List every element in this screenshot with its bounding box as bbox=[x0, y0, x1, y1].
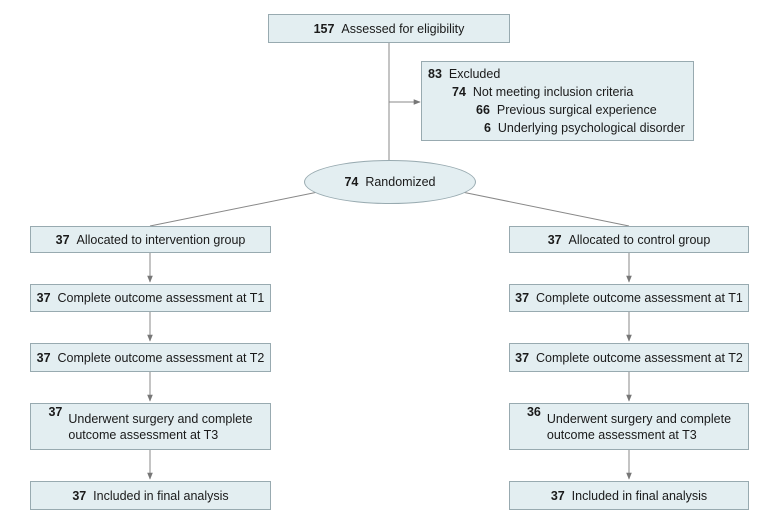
intervention-t2-count: 37 bbox=[36, 350, 51, 365]
control-t3-line2: outcome assessment at T3 bbox=[546, 427, 697, 442]
intervention-final-box: 37 Included in final analysis bbox=[30, 481, 271, 510]
intervention-t3-line2: outcome assessment at T3 bbox=[68, 427, 219, 442]
criteria-row: 74 Not meeting inclusion criteria bbox=[452, 84, 693, 100]
criteria-label: Not meeting inclusion criteria bbox=[472, 85, 634, 99]
psych-label: Underlying psychological disorder bbox=[497, 121, 685, 135]
surgical-count: 66 bbox=[476, 103, 490, 117]
intervention-t2-label: Complete outcome assessment at T2 bbox=[57, 350, 265, 365]
randomized-label: Randomized bbox=[365, 175, 436, 189]
control-t3-count: 36 bbox=[526, 405, 541, 419]
control-t3-box: 36 Underwent surgery and complete outcom… bbox=[509, 403, 749, 450]
assessed-box: 157 Assessed for eligibility bbox=[268, 14, 510, 43]
intervention-t2-box: 37 Complete outcome assessment at T2 bbox=[30, 343, 271, 372]
intervention-t3-count: 37 bbox=[48, 405, 63, 419]
excluded-row: 83 Excluded bbox=[428, 66, 693, 82]
control-t2-count: 37 bbox=[515, 350, 530, 365]
excluded-box: 83 Excluded 74 Not meeting inclusion cri… bbox=[421, 61, 694, 141]
intervention-t1-label: Complete outcome assessment at T1 bbox=[57, 291, 265, 305]
randomized-count: 74 bbox=[344, 175, 359, 189]
control-t1-label: Complete outcome assessment at T1 bbox=[536, 291, 743, 305]
control-allocated-count: 37 bbox=[547, 232, 562, 247]
criteria-count: 74 bbox=[452, 85, 466, 99]
excluded-count: 83 bbox=[428, 67, 442, 81]
control-t2-label: Complete outcome assessment at T2 bbox=[536, 350, 743, 365]
control-t3-line1: Underwent surgery and complete bbox=[546, 411, 732, 426]
excluded-label: Excluded bbox=[448, 67, 501, 81]
control-t1-box: 37 Complete outcome assessment at T1 bbox=[509, 284, 749, 312]
control-final-box: 37 Included in final analysis bbox=[509, 481, 749, 510]
intervention-t3-box: 37 Underwent surgery and complete outcom… bbox=[30, 403, 271, 450]
control-t2-box: 37 Complete outcome assessment at T2 bbox=[509, 343, 749, 372]
randomized-ellipse: 74 Randomized bbox=[304, 160, 476, 204]
assessed-label: Assessed for eligibility bbox=[341, 21, 465, 36]
control-t1-count: 37 bbox=[515, 291, 530, 305]
assessed-count: 157 bbox=[313, 21, 335, 36]
psych-count: 6 bbox=[484, 121, 491, 135]
surgical-row: 66 Previous surgical experience bbox=[476, 102, 693, 118]
intervention-allocated-count: 37 bbox=[55, 232, 70, 247]
control-allocated-box: 37 Allocated to control group bbox=[509, 226, 749, 253]
intervention-t1-box: 37 Complete outcome assessment at T1 bbox=[30, 284, 271, 312]
intervention-allocated-box: 37 Allocated to intervention group bbox=[30, 226, 271, 253]
intervention-final-count: 37 bbox=[72, 488, 87, 503]
surgical-label: Previous surgical experience bbox=[496, 103, 657, 117]
split-right-line bbox=[461, 191, 630, 227]
control-allocated-label: Allocated to control group bbox=[568, 232, 711, 247]
intervention-final-label: Included in final analysis bbox=[93, 488, 229, 503]
intervention-t1-count: 37 bbox=[36, 291, 51, 305]
intervention-t3-line1: Underwent surgery and complete bbox=[68, 411, 253, 426]
control-final-count: 37 bbox=[550, 488, 565, 503]
psych-row: 6 Underlying psychological disorder bbox=[484, 120, 693, 136]
split-left-line bbox=[149, 191, 319, 227]
intervention-allocated-label: Allocated to intervention group bbox=[76, 232, 246, 247]
control-final-label: Included in final analysis bbox=[571, 488, 708, 503]
